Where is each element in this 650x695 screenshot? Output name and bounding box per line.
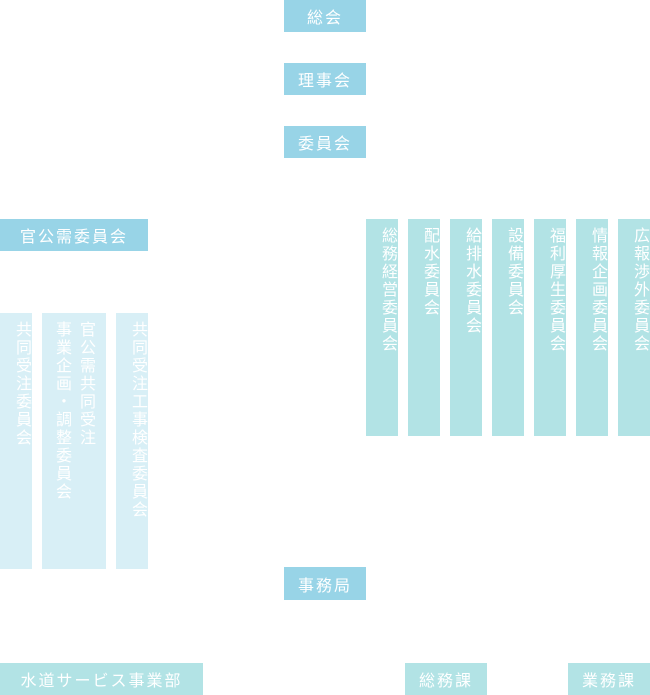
public-demand-committee-label: 官公需委員会 xyxy=(19,227,128,246)
planning-coordination-line-1: 官公需共同受注 xyxy=(77,321,96,447)
water-service-division-label: 水道サービス事業部 xyxy=(20,671,183,690)
planning-coordination-line-2: 事業企画・調整委員会 xyxy=(53,321,72,501)
equipment-committee-label: 設備委員会 xyxy=(505,227,524,317)
board-label: 理事会 xyxy=(297,71,352,90)
joint-construction-inspection-label: 共同受注工事検査委員会 xyxy=(129,321,148,519)
joint-order-committee-box: 共同受注委員会 xyxy=(0,313,32,569)
joint-construction-inspection-committee-box: 共同受注工事検査委員会 xyxy=(116,313,148,569)
general-meeting-box: 総会 xyxy=(284,0,366,32)
board-box: 理事会 xyxy=(284,63,366,95)
welfare-committee-box: 福利厚生委員会 xyxy=(534,219,566,436)
committee-label: 委員会 xyxy=(297,134,352,153)
business-section-box: 業務課 xyxy=(568,663,650,695)
planning-coordination-committee-box: 官公需共同受注 事業企画・調整委員会 xyxy=(42,313,106,569)
business-section-label: 業務課 xyxy=(581,671,636,690)
secretariat-box: 事務局 xyxy=(284,567,366,600)
general-management-committee-box: 総務経営委員会 xyxy=(366,219,398,436)
secretariat-label: 事務局 xyxy=(297,575,352,595)
water-service-division-box: 水道サービス事業部 xyxy=(0,663,203,695)
public-demand-committee-box: 官公需委員会 xyxy=(0,219,148,251)
general-management-committee-label: 総務経営委員会 xyxy=(379,227,398,353)
general-meeting-label: 総会 xyxy=(306,8,343,27)
general-affairs-section-box: 総務課 xyxy=(405,663,487,695)
information-planning-committee-label: 情報企画委員会 xyxy=(589,227,608,353)
information-planning-committee-box: 情報企画委員会 xyxy=(576,219,608,436)
general-affairs-section-label: 総務課 xyxy=(418,671,473,690)
public-relations-committee-box: 広報渉外委員会 xyxy=(618,219,650,436)
distribution-committee-box: 配水委員会 xyxy=(408,219,440,436)
equipment-committee-box: 設備委員会 xyxy=(492,219,524,436)
distribution-committee-label: 配水委員会 xyxy=(421,227,440,317)
supply-drainage-committee-label: 給排水委員会 xyxy=(463,227,482,335)
supply-drainage-committee-box: 給排水委員会 xyxy=(450,219,482,436)
joint-order-committee-label: 共同受注委員会 xyxy=(13,321,32,447)
welfare-committee-label: 福利厚生委員会 xyxy=(547,227,566,353)
committee-box: 委員会 xyxy=(284,126,366,158)
public-relations-committee-label: 広報渉外委員会 xyxy=(631,227,650,353)
